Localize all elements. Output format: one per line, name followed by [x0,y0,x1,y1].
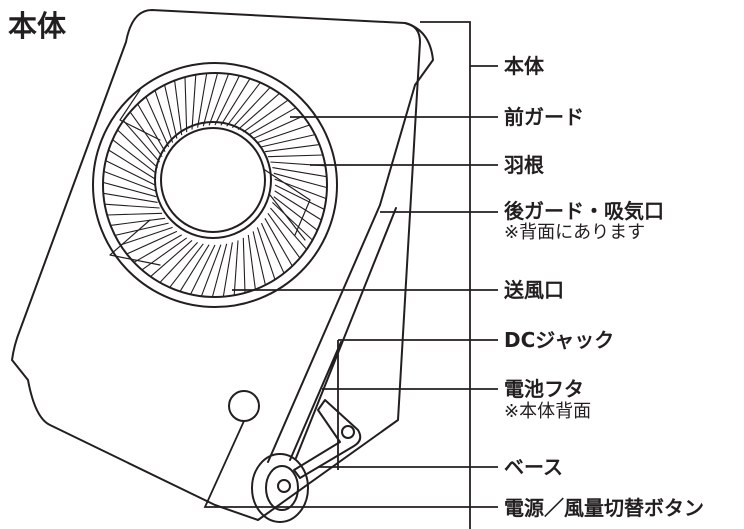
grille-spoke [220,78,251,126]
grille-spoke [174,80,183,136]
grille-spoke [273,196,318,231]
grille-spoke [222,242,233,297]
grille-spoke [145,96,170,148]
grille-spoke [252,115,304,140]
leader-dc-jack [337,339,498,470]
fan-hub-inner [160,127,266,233]
grille-spoke [122,120,161,163]
grille-spoke [164,84,178,139]
base-screw [341,425,355,439]
grille-spoke [154,90,174,143]
grille-spoke [114,222,169,236]
grille-spoke [103,170,156,192]
grille-spoke [274,184,325,210]
hinge-outer [251,453,309,523]
grille-spoke [261,134,316,148]
grille-spoke [274,190,322,221]
grille-spoke [169,243,204,288]
grille-spoke [105,160,156,186]
label-front-guard: 前ガード [504,105,584,129]
label-body: 本体 [504,54,544,78]
grille-spoke [273,172,328,189]
grille-spoke [108,149,156,180]
note-battery-cover: ※本体背面 [504,401,592,422]
grille-spoke [200,244,222,297]
label-dc-jack: DCジャック [504,328,615,352]
grille-spoke [126,230,178,255]
grille-spoke [110,217,166,226]
grille-spoke [257,124,310,144]
fan-side-edge [379,22,434,206]
power-button-ring [228,390,260,422]
grille-spoke [248,107,297,136]
label-battery-cover: 電池フタ [504,377,584,401]
grille-spoke [112,139,157,174]
blade-lines [109,89,311,266]
grille-spoke [179,244,210,292]
grille-spoke [117,129,158,169]
grille-inner-rim [102,72,328,298]
grille-spokes [102,72,328,298]
hinge-center [277,479,291,493]
grille-spoke [141,237,188,271]
grille-spoke [269,207,308,250]
grille-spoke [120,226,173,246]
grille-spoke [267,212,301,259]
leader-power-button [203,420,498,508]
grille-spoke [129,111,163,158]
grille-spoke [272,167,327,178]
grille-spoke [190,244,216,295]
label-outlet: 送風口 [504,278,564,302]
grille-spoke [133,234,182,263]
base-plate [293,399,362,479]
grille-spoke [226,82,261,127]
grille-outer [92,62,338,308]
grille-spoke [150,239,193,278]
grille-spoke [264,144,320,153]
label-base: ベース [504,455,563,479]
grille-spoke [211,243,228,298]
label-power-button: 電源／風量切替ボタン [504,496,704,520]
grille-spoke [202,72,219,127]
grille-spoke [231,87,271,128]
note-rear-guard: ※背面にあります [504,222,646,243]
grille-spoke [252,231,266,286]
grille-spoke [197,73,208,128]
grille-spoke [260,222,285,274]
grille-spoke [103,192,158,203]
grille-spoke [208,73,230,126]
grille-spoke [247,234,256,290]
fan-hub [154,121,272,239]
label-blades: 羽根 [504,153,544,177]
grille-spoke [191,74,197,130]
grille-spoke [107,212,163,216]
grille-spoke [237,92,280,131]
stand-column [267,204,397,463]
grille-spoke [104,203,160,209]
fan-body-outline [11,9,421,521]
grille-spoke [214,75,240,126]
grille-spoke [256,227,276,280]
bracket-line [420,21,471,529]
page-title: 本体 [8,9,67,43]
grille-spoke [137,103,166,152]
hinge-inner [265,465,299,511]
grille-spoke [242,99,289,133]
grille-spoke [159,242,199,283]
grille-spoke [184,77,188,133]
grille-spoke [102,181,157,198]
grille-spoke [267,154,323,158]
grille-spoke [272,201,313,241]
grille-spoke [242,237,246,293]
grille-spoke [264,218,293,267]
label-rear-guard: 後ガード・吸気口 [504,199,664,223]
grille-spoke [233,240,239,296]
grille-spoke [274,178,327,200]
